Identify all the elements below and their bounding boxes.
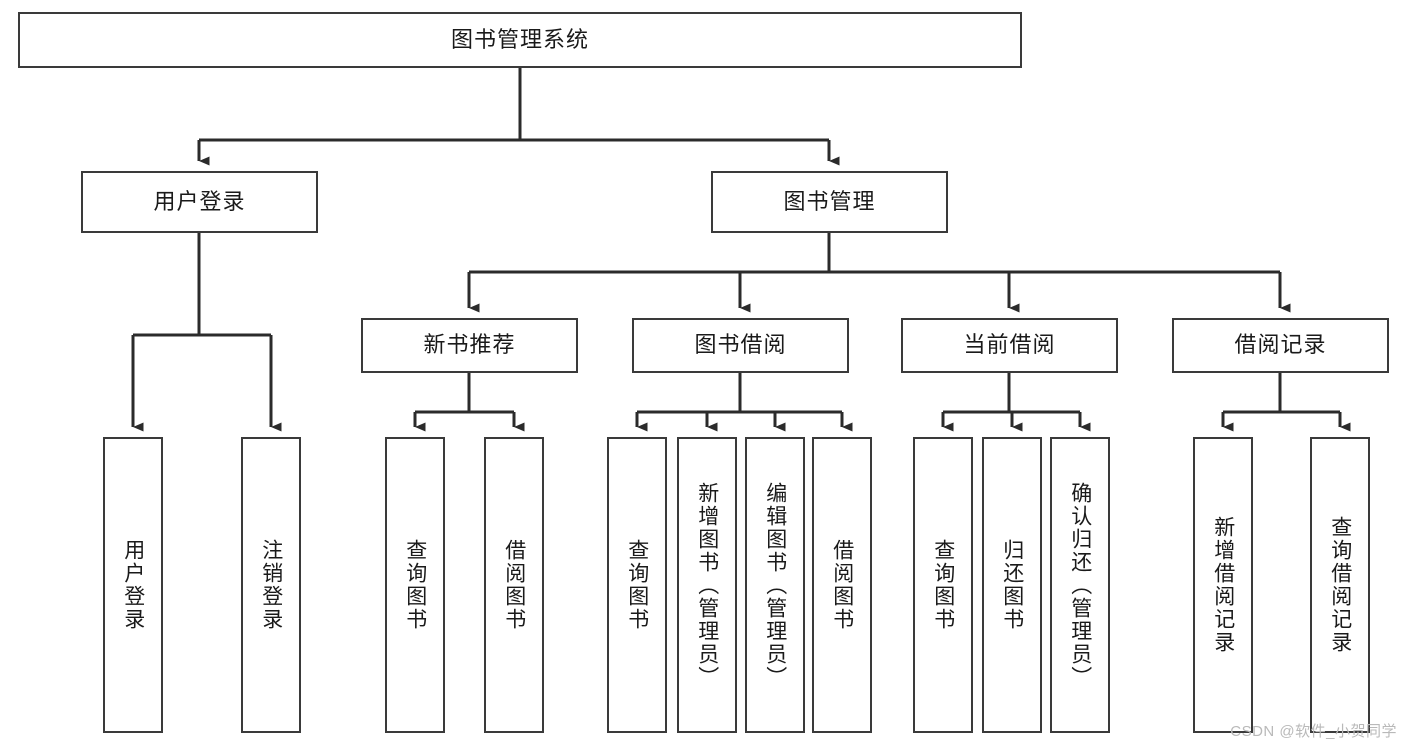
node-leaf-add-book-label: 新增图书（管理员） bbox=[695, 481, 719, 689]
node-user-login-label: 用户登录 bbox=[153, 188, 246, 214]
node-leaf-confirm-return-label: 确认归还（管理员） bbox=[1068, 481, 1092, 689]
node-leaf-query-book-borrow[interactable]: 查询图书 bbox=[607, 437, 667, 733]
node-user-login[interactable]: 用户登录 bbox=[81, 171, 318, 233]
node-leaf-logout[interactable]: 注销登录 bbox=[241, 437, 301, 733]
watermark-label: CSDN @软件_小贺同学 bbox=[1230, 723, 1397, 740]
node-new-book-recommend[interactable]: 新书推荐 bbox=[361, 318, 578, 373]
node-borrow-record[interactable]: 借阅记录 bbox=[1172, 318, 1389, 373]
node-leaf-query-book-cur-label: 查询图书 bbox=[931, 539, 955, 631]
node-leaf-user-login-label: 用户登录 bbox=[121, 539, 145, 631]
node-current-borrow-label: 当前借阅 bbox=[963, 332, 1056, 358]
node-leaf-confirm-return[interactable]: 确认归还（管理员） bbox=[1050, 437, 1110, 733]
node-leaf-logout-label: 注销登录 bbox=[259, 539, 283, 631]
node-leaf-borrow-book-rec[interactable]: 借阅图书 bbox=[484, 437, 544, 733]
node-leaf-add-book[interactable]: 新增图书（管理员） bbox=[677, 437, 737, 733]
node-leaf-borrow-book[interactable]: 借阅图书 bbox=[812, 437, 872, 733]
node-leaf-return-book[interactable]: 归还图书 bbox=[982, 437, 1042, 733]
node-current-borrow[interactable]: 当前借阅 bbox=[901, 318, 1118, 373]
node-book-borrow[interactable]: 图书借阅 bbox=[632, 318, 849, 373]
node-leaf-query-book-borrow-label: 查询图书 bbox=[625, 539, 649, 631]
node-leaf-add-record[interactable]: 新增借阅记录 bbox=[1193, 437, 1253, 733]
node-leaf-borrow-book-rec-label: 借阅图书 bbox=[502, 539, 526, 631]
node-leaf-return-book-label: 归还图书 bbox=[1000, 539, 1024, 631]
node-leaf-edit-book[interactable]: 编辑图书（管理员） bbox=[745, 437, 805, 733]
node-leaf-query-book-cur[interactable]: 查询图书 bbox=[913, 437, 973, 733]
node-leaf-query-book-rec[interactable]: 查询图书 bbox=[385, 437, 445, 733]
node-leaf-query-book-rec-label: 查询图书 bbox=[403, 539, 427, 631]
node-leaf-add-record-label: 新增借阅记录 bbox=[1211, 516, 1235, 654]
node-leaf-query-record-label: 查询借阅记录 bbox=[1328, 516, 1352, 654]
node-borrow-record-label: 借阅记录 bbox=[1234, 332, 1327, 358]
node-root-图书管理系统-label: 图书管理系统 bbox=[450, 26, 589, 52]
node-root-图书管理系统[interactable]: 图书管理系统 bbox=[18, 12, 1022, 68]
node-leaf-borrow-book-label: 借阅图书 bbox=[830, 539, 854, 631]
node-leaf-user-login[interactable]: 用户登录 bbox=[103, 437, 163, 733]
node-leaf-edit-book-label: 编辑图书（管理员） bbox=[763, 481, 787, 689]
node-book-manage[interactable]: 图书管理 bbox=[711, 171, 948, 233]
node-book-borrow-label: 图书借阅 bbox=[694, 332, 787, 358]
node-leaf-query-record[interactable]: 查询借阅记录 bbox=[1310, 437, 1370, 733]
node-new-book-recommend-label: 新书推荐 bbox=[423, 332, 516, 358]
node-book-manage-label: 图书管理 bbox=[783, 188, 876, 214]
